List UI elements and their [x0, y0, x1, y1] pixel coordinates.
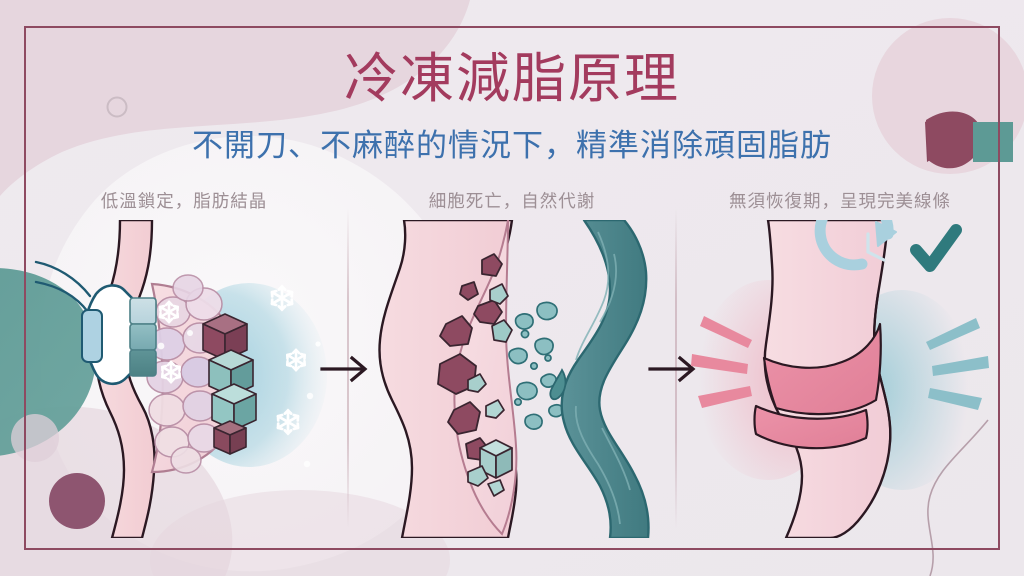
fat-fragments-teal: [467, 283, 513, 497]
arrow-2-icon: [648, 355, 696, 383]
blob-teal-left: [0, 268, 96, 456]
step-cooling: 低溫鎖定，脂肪結晶: [34, 188, 334, 538]
crystal-maroon-2: [213, 420, 247, 455]
rays-left: [691, 316, 752, 408]
cryo-applicator-device: [34, 260, 157, 386]
cooling-block-1: [129, 297, 157, 325]
arrow-1-icon: [320, 355, 368, 383]
bikini-leg-band: [753, 404, 869, 450]
checkmark-icon: [910, 224, 962, 272]
applicator-hose: [34, 260, 92, 298]
illustration-cryo-applicator: [34, 220, 327, 538]
illustration-slim-result: [691, 220, 989, 538]
snowflake-icon: [270, 284, 294, 312]
maroon-half-circle-b: [926, 111, 983, 169]
clock-icon: [814, 220, 897, 271]
snowflakes: [159, 284, 306, 436]
vessel-highlights: [574, 231, 631, 525]
wave-line: [927, 419, 989, 576]
frost-dots: [157, 330, 321, 468]
teal-square: [973, 122, 1013, 162]
panel-divider-1: [320, 208, 368, 528]
cooling-block-3: [129, 349, 157, 377]
process-steps: 低溫鎖定，脂肪結晶: [34, 188, 990, 538]
step-result: 無須恢復期，呈現完美線條: [690, 188, 990, 538]
snowflake-icon: [159, 300, 179, 324]
rays-right: [926, 318, 989, 410]
bikini-bottom: [762, 322, 882, 416]
blob-pink-bottommid: [150, 490, 450, 576]
applicator-hose: [34, 280, 90, 314]
step-cooling-caption: 低溫鎖定，脂肪結晶: [100, 191, 268, 211]
cooling-block-2: [129, 323, 157, 351]
step-result-caption: 無須恢復期，呈現完美線條: [729, 191, 951, 211]
applicator-window: [81, 309, 103, 363]
blob-pink-topleft: [0, 0, 470, 196]
page-title: 冷凍減脂原理: [344, 49, 680, 109]
illustration-fat-breakdown: [378, 220, 650, 538]
panel-divider-2: [648, 208, 696, 528]
faint-dot: [11, 414, 59, 462]
snowflake-icon: [161, 360, 181, 384]
vessel-branch: [549, 368, 567, 401]
maroon-dot: [49, 473, 105, 529]
page-subtitle: 不開刀、不麻醉的情況下，精準消除頑固脂肪: [192, 128, 832, 163]
snowflake-icon: [276, 408, 300, 436]
ice-crystal-cubes: [202, 313, 257, 455]
snowflake-icon: [286, 348, 306, 372]
blood-vessel: [560, 220, 650, 538]
dispersing-particles: [508, 301, 564, 430]
step-apoptosis-caption: 細胞死亡，自然代謝: [428, 191, 596, 211]
ring-outline: [106, 96, 128, 118]
step-apoptosis: 細胞死亡，自然代謝: [362, 188, 662, 538]
